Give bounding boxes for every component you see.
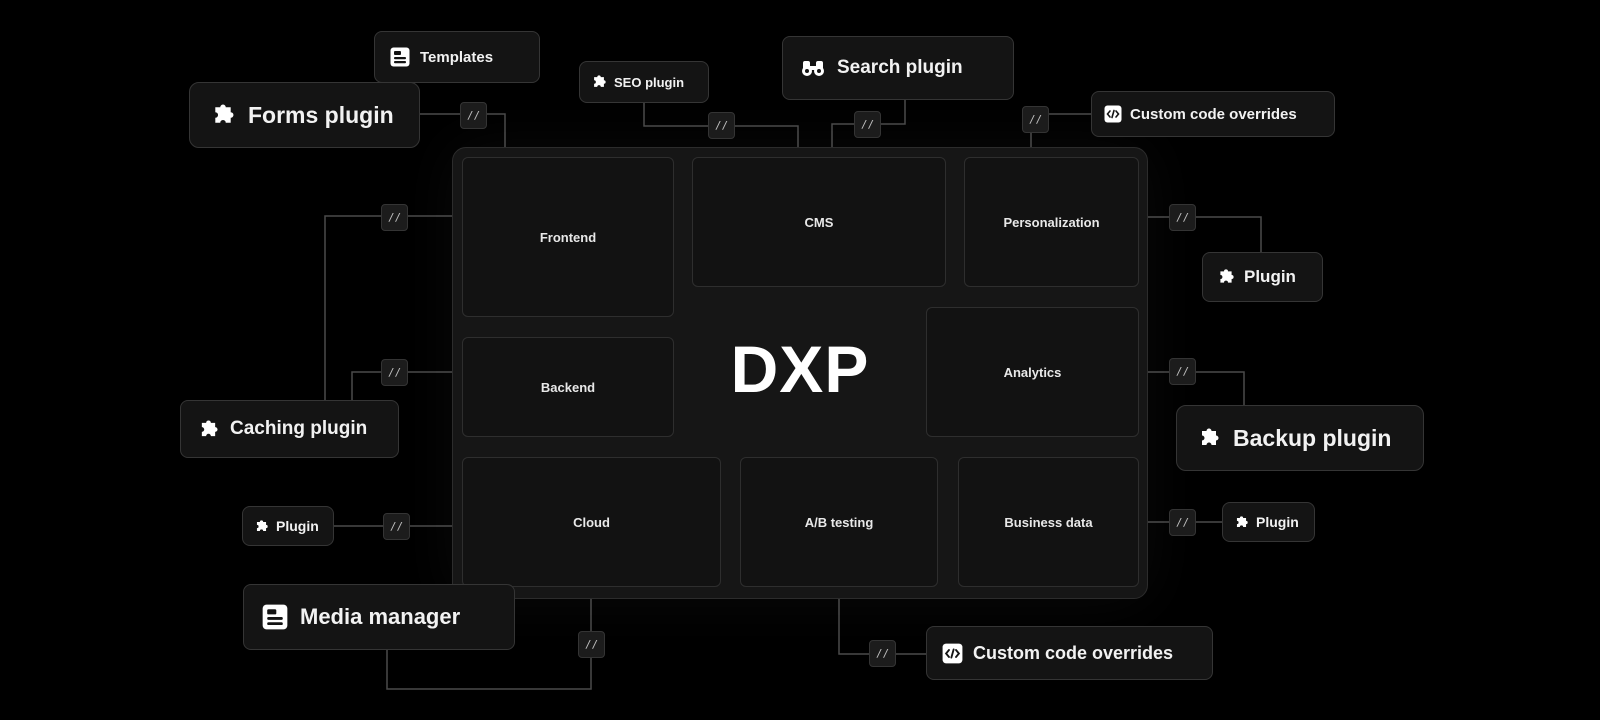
puzzle-icon [255, 519, 268, 533]
template-icon [390, 47, 410, 67]
platform-title: DXP [730, 332, 870, 406]
plugin-search-label: Search plugin [837, 57, 963, 78]
puzzle-icon [212, 104, 234, 126]
module-analytics[interactable]: Analytics [926, 307, 1139, 437]
module-backend-label: Backend [540, 379, 596, 395]
connector-plugin-right-bottom: // [1169, 509, 1196, 536]
plugin-media-manager[interactable]: Media manager [243, 584, 515, 650]
connector-backup: // [1169, 358, 1196, 385]
wire-forms [420, 113, 506, 157]
module-cms[interactable]: CMS [692, 157, 946, 287]
module-business-data[interactable]: Business data [958, 457, 1139, 587]
connector-forms: // [460, 102, 487, 129]
template-icon [262, 604, 288, 630]
module-personalization-label: Personalization [1003, 214, 1100, 230]
plugin-custom-code-bottom-label: Custom code overrides [973, 642, 1174, 663]
module-cms-label: CMS [804, 214, 834, 230]
code-icon [942, 643, 963, 664]
code-icon [1104, 105, 1122, 123]
plugin-seo[interactable]: SEO plugin [579, 61, 709, 103]
plugin-forms-label: Forms plugin [248, 101, 394, 128]
module-cloud[interactable]: Cloud [462, 457, 721, 587]
puzzle-icon [1235, 515, 1248, 529]
connector-custom-code-bottom: // [869, 640, 896, 667]
puzzle-icon [1218, 269, 1234, 285]
module-backend[interactable]: Backend [462, 337, 674, 437]
plugin-right-bottom[interactable]: Plugin [1222, 502, 1315, 542]
module-ab-testing[interactable]: A/B testing [740, 457, 938, 587]
connector-caching-frontend: // [381, 204, 408, 231]
plugin-backup-label: Backup plugin [1233, 424, 1392, 451]
plugin-backup[interactable]: Backup plugin [1176, 405, 1424, 471]
plugin-templates[interactable]: Templates [374, 31, 540, 83]
binoculars-icon [801, 58, 825, 78]
plugin-custom-code-top-label: Custom code overrides [1130, 105, 1297, 123]
wire-caching-backend [351, 371, 462, 400]
puzzle-icon [592, 75, 606, 89]
connector-plugin-right-top: // [1169, 204, 1196, 231]
plugin-caching[interactable]: Caching plugin [180, 400, 399, 458]
plugin-forms[interactable]: Forms plugin [189, 82, 420, 148]
puzzle-icon [1199, 428, 1219, 448]
wire-caching-frontend [324, 215, 462, 400]
module-frontend[interactable]: Frontend [462, 157, 674, 317]
plugin-templates-label: Templates [420, 48, 494, 66]
plugin-custom-code-bottom[interactable]: Custom code overrides [926, 626, 1213, 680]
puzzle-icon [199, 419, 218, 439]
module-analytics-label: Analytics [1003, 364, 1062, 380]
module-business-data-label: Business data [1004, 514, 1093, 530]
plugin-left[interactable]: Plugin [242, 506, 334, 546]
wire-plugin-right-top [1138, 216, 1262, 252]
connector-caching-backend: // [381, 359, 408, 386]
plugin-right-top[interactable]: Plugin [1202, 252, 1323, 302]
connector-search: // [854, 111, 881, 138]
module-personalization[interactable]: Personalization [964, 157, 1139, 287]
plugin-custom-code-top[interactable]: Custom code overrides [1091, 91, 1335, 137]
plugin-seo-label: SEO plugin [614, 74, 685, 90]
connector-custom-code-top: // [1022, 106, 1049, 133]
module-frontend-label: Frontend [539, 229, 597, 245]
plugin-left-label: Plugin [276, 518, 319, 534]
plugin-media-manager-label: Media manager [300, 604, 461, 629]
connector-seo: // [708, 112, 735, 139]
wire-custom-code-bottom [838, 586, 926, 655]
module-ab-testing-label: A/B testing [804, 514, 874, 530]
connector-media-manager: // [578, 631, 605, 658]
plugin-right-bottom-label: Plugin [1256, 514, 1299, 530]
connector-plugin-left: // [383, 513, 410, 540]
plugin-caching-label: Caching plugin [230, 418, 368, 439]
plugin-right-top-label: Plugin [1244, 267, 1296, 286]
plugin-search[interactable]: Search plugin [782, 36, 1014, 100]
module-cloud-label: Cloud [573, 514, 610, 530]
